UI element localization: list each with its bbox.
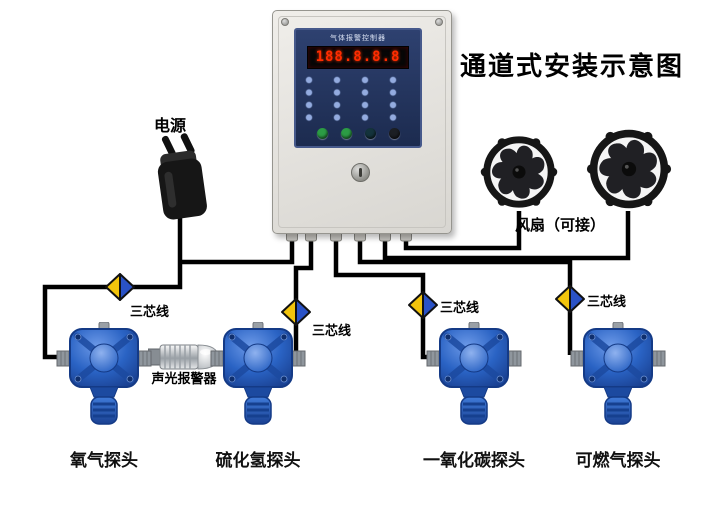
combustible-detector-icon	[570, 322, 666, 426]
alarm-label: 声光报警器	[151, 371, 217, 386]
wire-connector-diamond-4	[555, 285, 585, 313]
wire-connector-diamond-2	[281, 298, 311, 326]
wire-fan-left	[403, 211, 522, 251]
door-seam	[278, 16, 446, 228]
panel-button-row	[296, 128, 420, 139]
panel-button	[316, 128, 328, 139]
door-lock-icon	[351, 163, 370, 182]
wire-connector-diamond-1	[105, 273, 135, 301]
power-label: 电源	[154, 118, 187, 135]
detector-label-combustible: 可燃气探头	[575, 451, 661, 470]
screw-icon	[281, 18, 289, 26]
wire-controller-port1	[182, 236, 295, 265]
panel-button	[340, 128, 352, 139]
indicator-grid	[302, 74, 414, 124]
wire-label-1: 三芯线	[130, 304, 170, 319]
wire-co-detector	[333, 236, 430, 360]
wire-label-2: 三芯线	[312, 323, 352, 338]
fans-label: 风扇（可接）	[514, 217, 605, 234]
power-plug-icon	[157, 133, 207, 220]
wire-fan-right	[382, 211, 631, 261]
wire-label-3: 三芯线	[440, 300, 480, 315]
detector-label-co: 一氧化碳探头	[423, 451, 525, 470]
fan-right-icon	[585, 125, 673, 213]
detector-label-oxygen: 氧气探头	[70, 451, 138, 470]
panel-button	[388, 128, 400, 139]
wire-power-to-oxygen-detector	[42, 218, 183, 360]
h2s-detector-icon	[210, 322, 306, 426]
wire-connector-diamond-3	[408, 291, 438, 319]
fan-left-icon	[479, 132, 559, 212]
controller-panel: 气体报警控制器 188.8.8.8	[294, 28, 422, 148]
screw-icon	[435, 18, 443, 26]
controller-panel-title: 气体报警控制器	[330, 35, 386, 42]
sound-light-alarm-icon	[148, 344, 219, 370]
led-display: 188.8.8.8	[307, 46, 409, 69]
oxygen-detector-icon	[56, 322, 152, 426]
panel-button	[364, 128, 376, 139]
diagram-title: 通道式安装示意图	[459, 52, 684, 81]
detector-label-h2s: 硫化氢探头	[215, 451, 301, 470]
wire-label-4: 三芯线	[587, 294, 627, 309]
controller-box: 气体报警控制器 188.8.8.8	[272, 10, 452, 234]
co-detector-icon	[426, 322, 522, 426]
